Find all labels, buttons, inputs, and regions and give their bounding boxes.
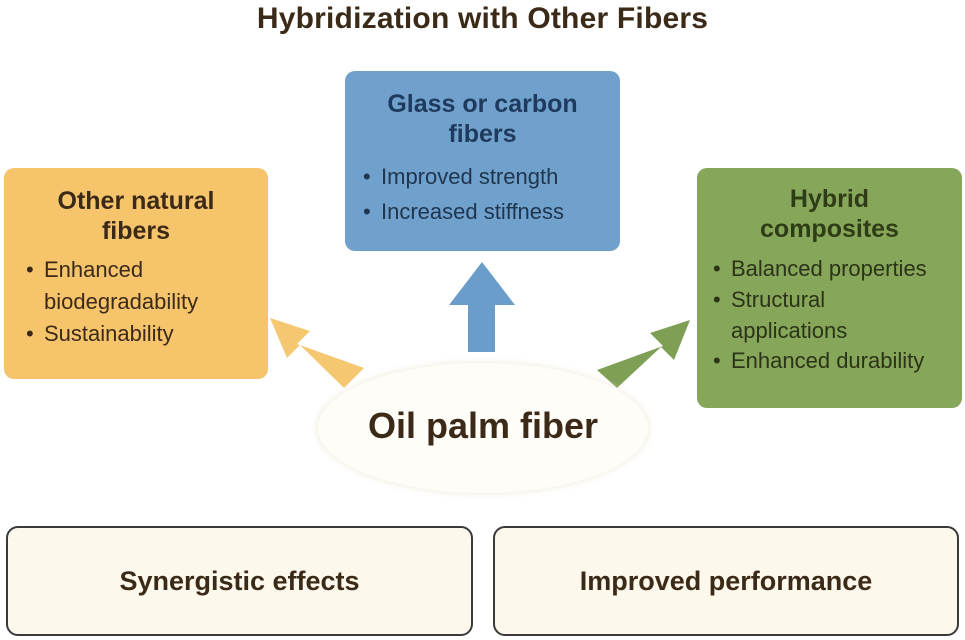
hybrid-composites-list: Balanced properties Structural applicati… (709, 254, 962, 377)
diagram-title: Hybridization with Other Fibers (256, 2, 709, 35)
list-item: Enhanced durability (709, 346, 962, 377)
arrow-to-hybrid-composites (597, 320, 690, 388)
list-item: Balanced properties (709, 254, 962, 285)
synergistic-effects-label: Synergistic effects (119, 565, 360, 596)
natural-fibers-heading-line2: fibers (101, 217, 171, 245)
hybrid-composites-heading-line1: Hybrid (789, 185, 870, 213)
natural-fibers-list: Enhanced biodegradability Sustainability (22, 254, 268, 350)
glass-carbon-heading: Glass or carbon fibers (345, 89, 620, 149)
center-ellipse (318, 363, 648, 493)
list-item: Structural applications (709, 285, 962, 347)
bullet-text: biodegradability (44, 288, 199, 314)
natural-fibers-box: Other natural fibers Enhanced biodegrada… (4, 168, 268, 379)
arrow-to-natural-fibers (270, 318, 364, 388)
list-item: Increased stiffness (359, 194, 620, 229)
glass-carbon-list: Improved strength Increased stiffness (359, 159, 620, 230)
natural-fibers-heading: Other natural fibers (4, 186, 268, 246)
list-item: Enhanced biodegradability (22, 254, 268, 318)
bullet-text: Sustainability (44, 320, 174, 346)
bullet-text: Enhanced (44, 257, 144, 282)
improved-performance-label: Improved performance (579, 565, 873, 596)
arrow-to-glass-carbon (449, 262, 515, 352)
glass-carbon-box: Glass or carbon fibers Improved strength… (345, 71, 620, 251)
list-item: Sustainability (22, 318, 268, 350)
hybrid-composites-heading-line2: composites (760, 215, 899, 243)
improved-performance-box: Improved performance (493, 526, 959, 636)
synergistic-effects-box: Synergistic effects (6, 526, 473, 636)
bullet-text: Structural (731, 286, 826, 312)
bullet-text: applications (731, 317, 848, 343)
natural-fibers-heading-line1: Other natural (57, 187, 215, 215)
hybrid-composites-heading: Hybrid composites (697, 184, 962, 244)
list-item: Improved strength (359, 159, 620, 194)
hybrid-composites-box: Hybrid composites Balanced properties St… (697, 168, 962, 408)
glass-carbon-heading-line2: fibers (448, 120, 517, 148)
glass-carbon-heading-line1: Glass or carbon (387, 90, 578, 118)
center-label: Oil palm fiber (367, 405, 599, 446)
